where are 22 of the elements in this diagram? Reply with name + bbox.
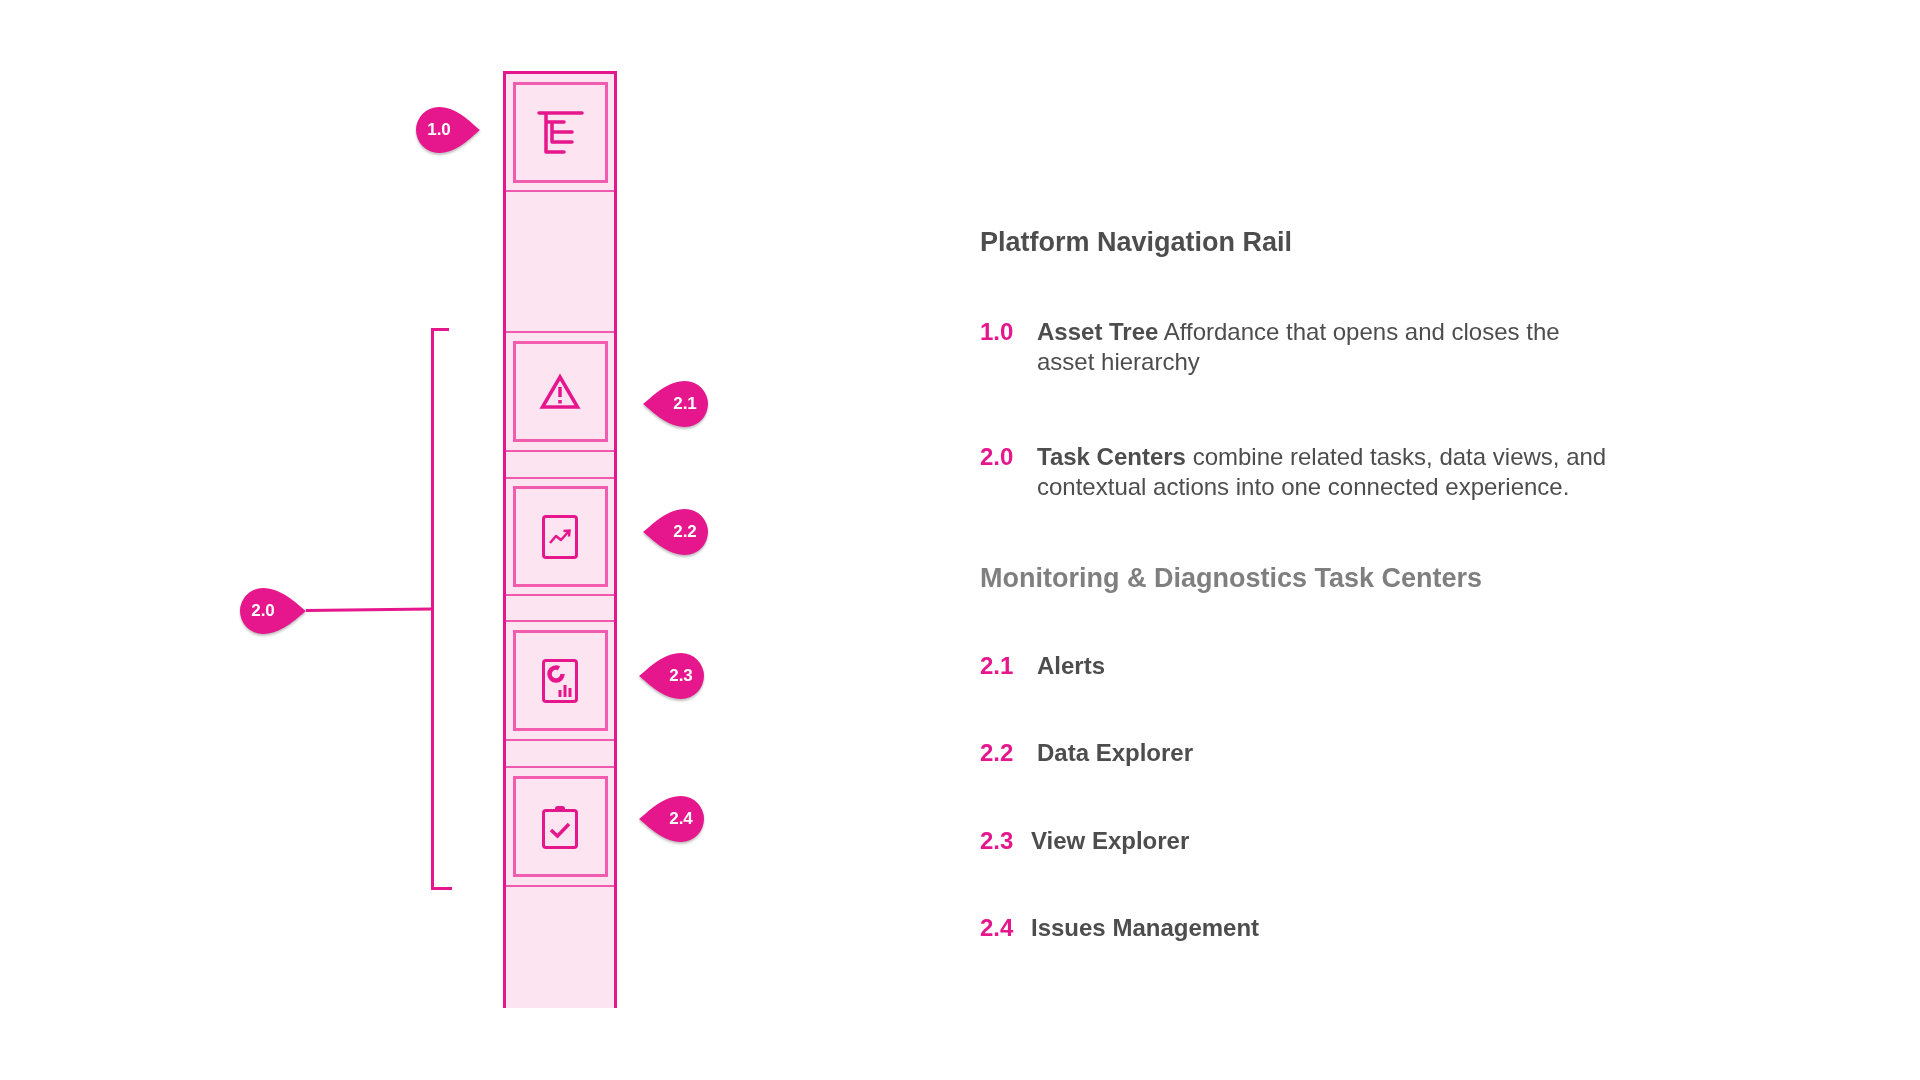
callout-marker: 2.2	[643, 509, 708, 555]
section-number: 2.3	[980, 826, 1014, 856]
description-text: Task Centers combine related tasks, data views, and contextual actions into one connected experience.	[1037, 442, 1608, 502]
section-number: 2.2	[980, 738, 1014, 768]
leader-line	[305, 607, 432, 613]
item-title: Data Explorer	[1037, 738, 1194, 768]
callout-marker: 2.4	[639, 796, 704, 842]
item-title: View Explorer	[1031, 826, 1190, 856]
item-title: Alerts	[1037, 651, 1106, 681]
description-text: Asset Tree Affordance that opens and closes the asset hierarchy	[1037, 317, 1561, 377]
section-number: 2.4	[980, 913, 1014, 943]
section-number: 2.1	[980, 651, 1014, 681]
callout-marker: 2.1	[643, 381, 708, 427]
callout-marker: 2.3	[639, 653, 704, 699]
item-title: Issues Management	[1031, 913, 1260, 943]
callout-marker: 1.0	[416, 107, 480, 153]
section-number: 2.0	[980, 442, 1014, 472]
diagram-title: Platform Navigation Rail	[980, 226, 1293, 258]
section-number: 1.0	[980, 317, 1014, 347]
section-heading: Monitoring & Diagnostics Task Centers	[980, 562, 1483, 594]
bracket	[431, 328, 452, 890]
callout-marker: 2.0	[240, 588, 306, 634]
